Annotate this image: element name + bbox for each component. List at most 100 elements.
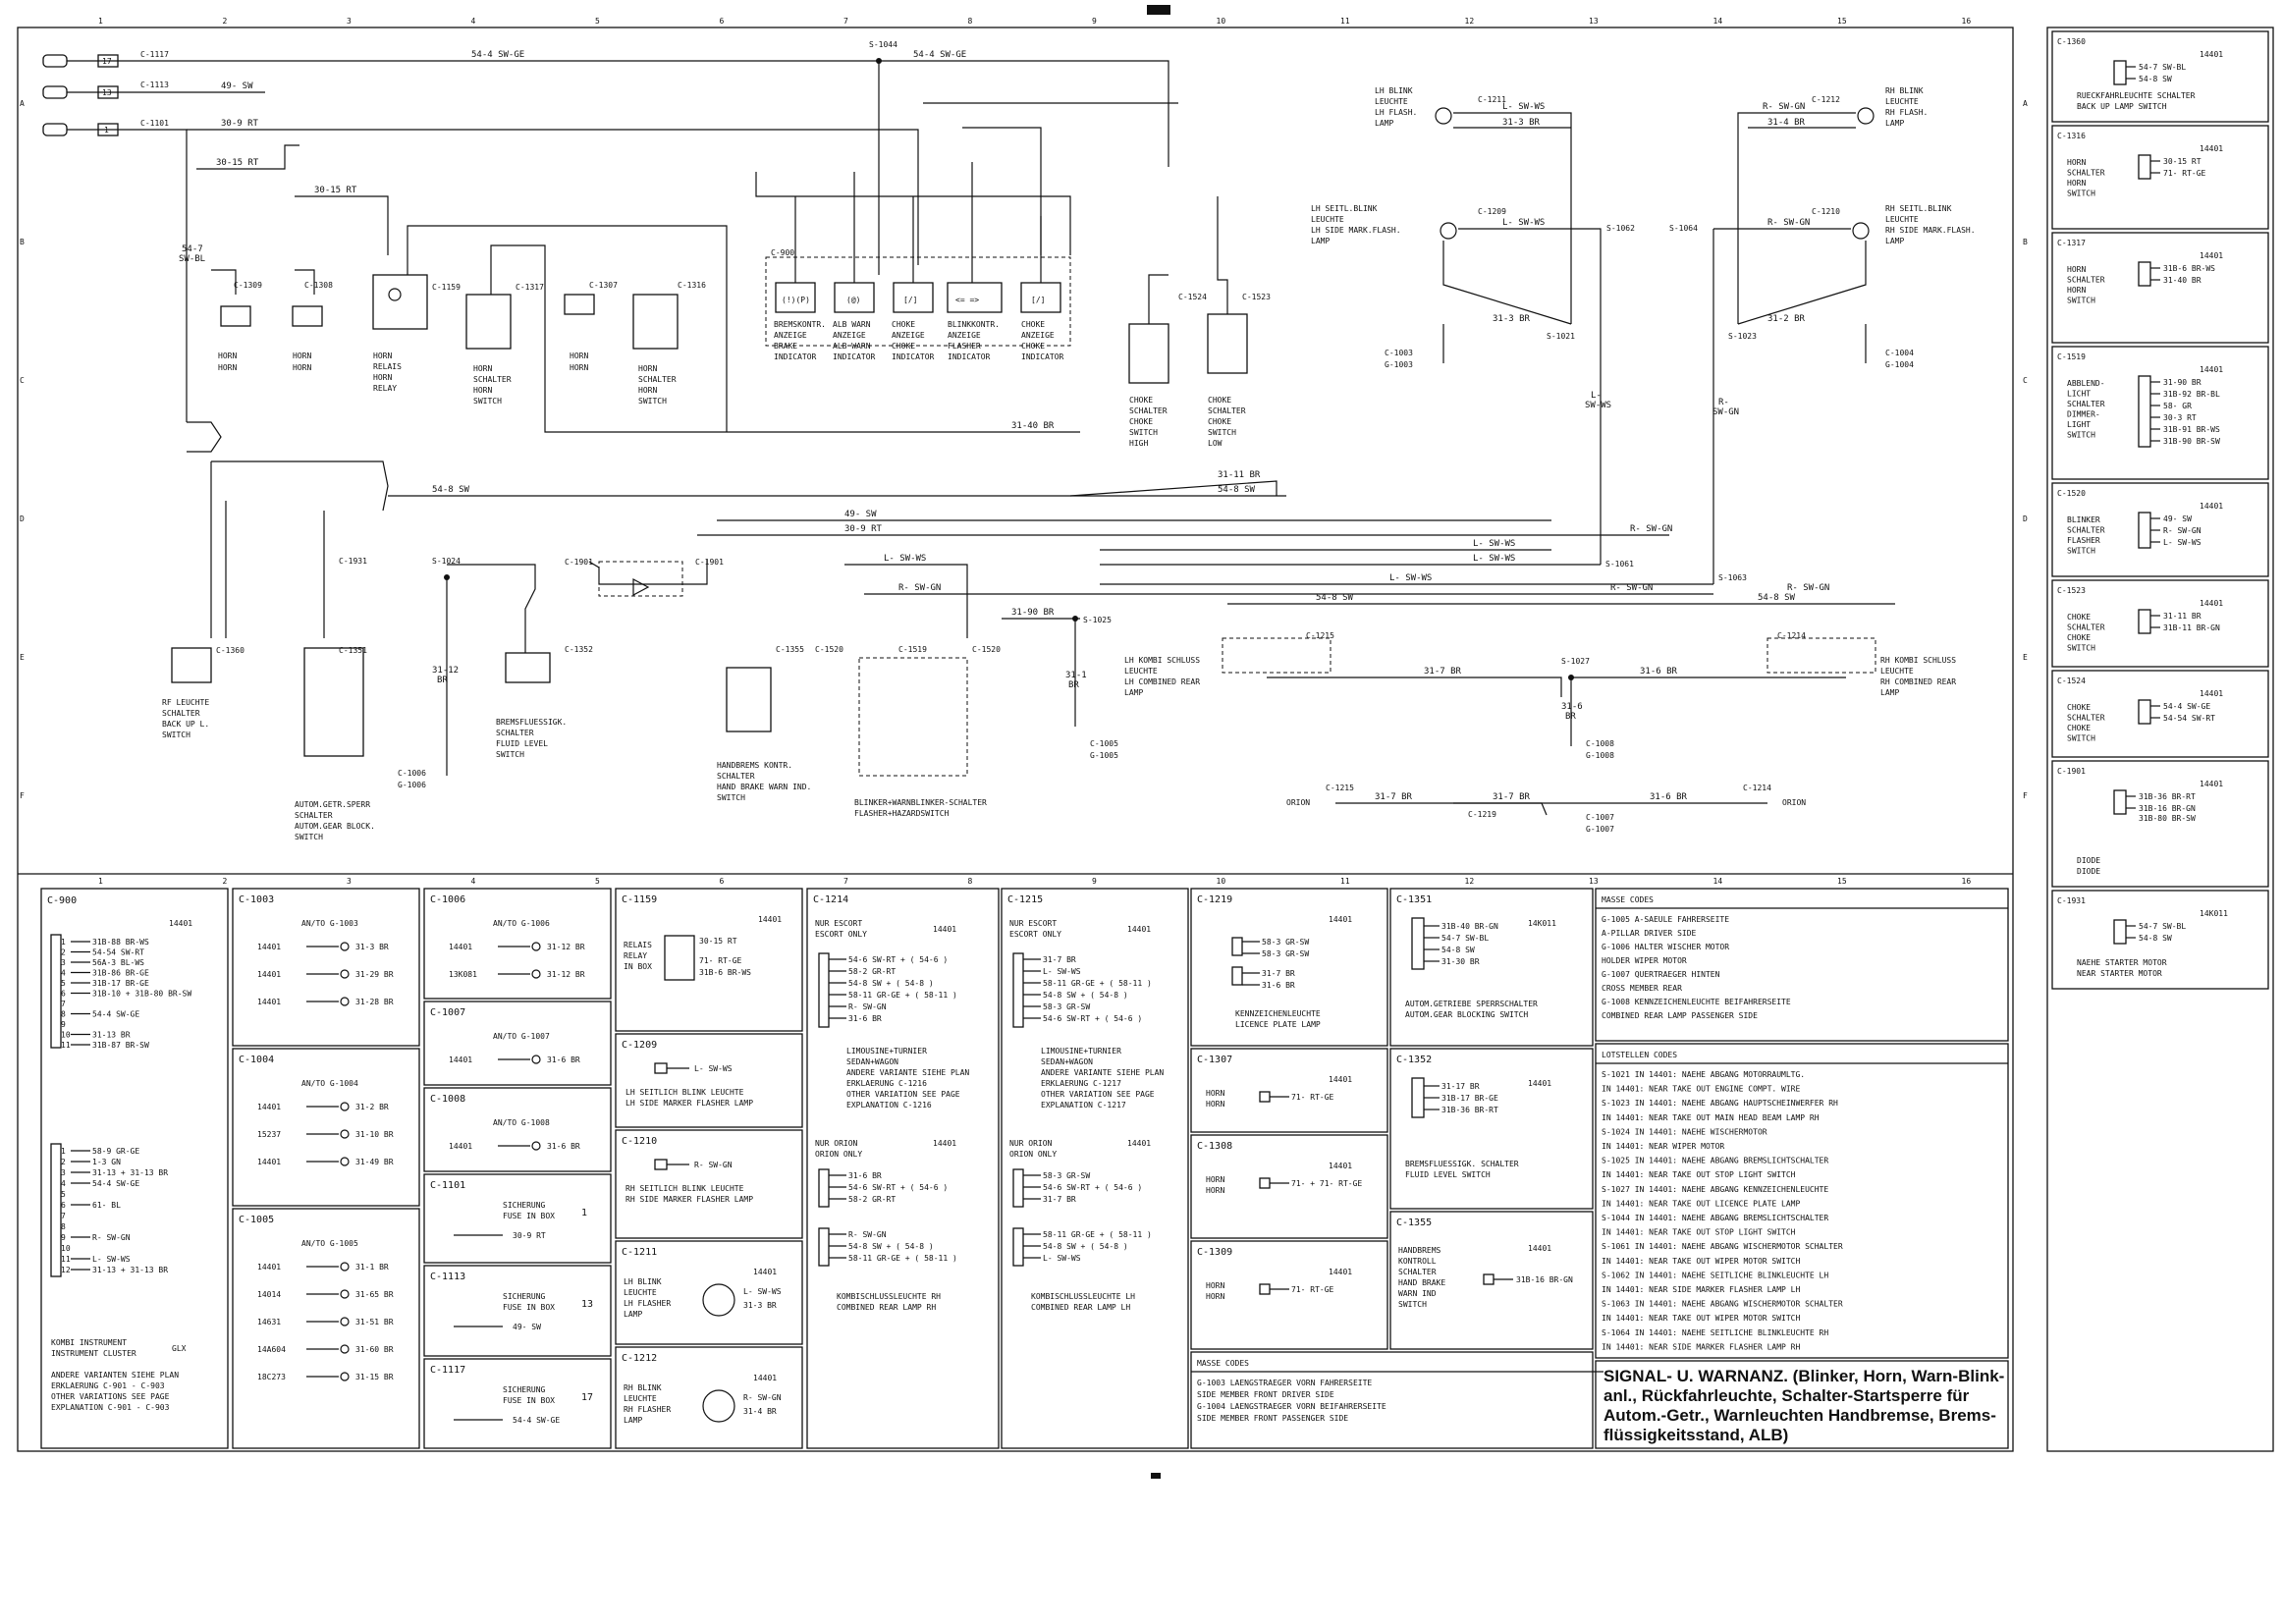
detail-caption: KENNZEICHENLEUCHTE bbox=[1235, 1009, 1321, 1018]
detail-caption: LH SIDE MARKER FLASHER LAMP bbox=[625, 1099, 753, 1108]
wire-label: R- SW-GN bbox=[1763, 102, 1805, 112]
detail-caption: SCHALTER bbox=[2067, 714, 2105, 723]
pin-wire: 31-12 BR bbox=[547, 943, 585, 951]
pin-wire: 54-8 SW bbox=[2139, 934, 2172, 943]
pin-wire: L- SW-WS bbox=[694, 1064, 733, 1073]
pin-wire: 1-3 GN bbox=[92, 1158, 121, 1166]
detail-caption: LEUCHTE bbox=[624, 1394, 657, 1403]
detail-part: 14401 bbox=[1127, 1139, 1151, 1148]
grid-col-label: 2 bbox=[223, 17, 228, 26]
grid-col-label: 12 bbox=[1465, 877, 1475, 886]
detail-header: C-1004 bbox=[239, 1055, 274, 1065]
rear-lamp-connector-icon bbox=[1012, 1168, 1024, 1208]
pin-wire: 31B-80 BR-SW bbox=[2139, 814, 2196, 823]
detail-c1209 bbox=[615, 1033, 803, 1128]
grid-col-label: 1 bbox=[98, 17, 103, 26]
terminal-icon bbox=[340, 942, 350, 951]
detail-caption: EXPLANATION C-901 - C-903 bbox=[51, 1403, 170, 1412]
pin-wire: 31-11 BR bbox=[2163, 612, 2201, 621]
terminal-icon bbox=[531, 969, 541, 979]
diode-outline bbox=[598, 561, 683, 597]
pin-wire: 54-7 SW-BL bbox=[2139, 922, 2186, 931]
terminal-icon bbox=[340, 1129, 350, 1139]
detail-part: 14401 bbox=[169, 919, 192, 928]
wire-label: 31-11 BR bbox=[1218, 470, 1261, 480]
wire-label: L- SW-WS bbox=[1473, 554, 1515, 564]
detail-caption: SWITCH bbox=[2067, 547, 2095, 556]
pin-wire: 31B-40 BR-GN bbox=[1441, 922, 1498, 931]
detail-sub: AN/TO G-1007 bbox=[493, 1032, 550, 1041]
part-number: 14401 bbox=[257, 1263, 281, 1272]
detail-header: C-1309 bbox=[1197, 1247, 1232, 1258]
detail-header: C-1113 bbox=[430, 1272, 465, 1282]
wire-label: 30-15 RT bbox=[216, 158, 259, 168]
pin-wire: 71- RT-GE bbox=[1291, 1093, 1334, 1102]
detail-caption: HORN bbox=[1206, 1186, 1224, 1195]
wire-label: 31-4 BR bbox=[1767, 118, 1806, 128]
detail-caption: KOMBI INSTRUMENT bbox=[51, 1338, 127, 1347]
grid-col-label: 14 bbox=[1713, 17, 1723, 26]
detail-caption: AUTOM.GETRIEBE SPERRSCHALTER bbox=[1405, 1000, 1538, 1008]
pin-wire: 30-3 RT bbox=[2163, 413, 2197, 422]
horn-relay-box bbox=[372, 274, 428, 330]
wire-label: R- SW-GN bbox=[1767, 218, 1810, 228]
grid-row-label: F bbox=[2023, 791, 2028, 800]
connector-icon bbox=[2138, 154, 2151, 180]
detail-header: C-1003 bbox=[239, 894, 274, 905]
side-detail-c-1931 bbox=[2051, 890, 2269, 990]
wire-label: 31-40 BR bbox=[1011, 421, 1055, 431]
component-label: LH FLASH. bbox=[1375, 108, 1417, 117]
wire-label: 31-6 BR bbox=[1640, 667, 1678, 677]
detail-part: 14401 bbox=[2200, 50, 2223, 59]
code-row: IN 14401: NEAR TAKE OUT WIPER MOTOR SWIT… bbox=[1602, 1314, 1800, 1323]
connector-icon bbox=[1483, 1273, 1495, 1285]
code-row: CROSS MEMBER REAR bbox=[1602, 984, 1682, 993]
part-number: 14401 bbox=[257, 1103, 281, 1111]
wire-label: R- SW-GN bbox=[1630, 524, 1672, 534]
pin-number: 1 bbox=[61, 1147, 66, 1156]
code-row: IN 14401: NEAR TAKE OUT STOP LIGHT SWITC… bbox=[1602, 1170, 1796, 1179]
detail-caption: LEUCHTE bbox=[624, 1288, 657, 1297]
pin-wire: 31B-17 BR-GE bbox=[1441, 1094, 1498, 1103]
pin-wire: L- SW-WS bbox=[1043, 1254, 1081, 1263]
indicator-label: INDICATOR bbox=[774, 352, 817, 361]
grid-row-label: E bbox=[2023, 653, 2028, 662]
component-id: C-1524 bbox=[1178, 293, 1207, 301]
detail-caption: ORION ONLY bbox=[1009, 1150, 1057, 1159]
detail-caption: WARN IND bbox=[1398, 1289, 1437, 1298]
component-label: AUTOM.GETR.SPERR bbox=[295, 800, 370, 809]
detail-part: 14401 bbox=[753, 1268, 777, 1276]
detail-caption: DIODE bbox=[2077, 856, 2100, 865]
code-row: G-1003 LAENGSTRAEGER VORN FAHRERSEITE bbox=[1197, 1379, 1372, 1387]
detail-caption: RH SEITLICH BLINK LEUCHTE bbox=[625, 1184, 744, 1193]
part-number: 15237 bbox=[257, 1130, 281, 1139]
connector-icon bbox=[1259, 1091, 1271, 1103]
component-label: HORN bbox=[570, 363, 588, 372]
pin-wire: L- SW-WS bbox=[2163, 538, 2201, 547]
detail-part: 14K011 bbox=[1528, 919, 1556, 928]
rear-lamp-connector-icon bbox=[818, 952, 830, 1028]
detail-part: 14401 bbox=[933, 925, 956, 934]
pin-number: 5 bbox=[61, 1190, 66, 1199]
registration-mark-bottom bbox=[1151, 1473, 1161, 1479]
component-label: HAND BRAKE WARN IND. bbox=[717, 783, 811, 791]
code-row: SIDE MEMBER FRONT PASSENGER SIDE bbox=[1197, 1414, 1348, 1423]
detail-header: C-1117 bbox=[430, 1365, 465, 1376]
component-label: RH COMBINED REAR bbox=[1880, 677, 1956, 686]
fuse-number: 1 bbox=[581, 1208, 587, 1218]
detail-header: C-1360 bbox=[2057, 37, 2086, 46]
detail-caption: SCHALTER bbox=[2067, 276, 2105, 285]
detail-c1211 bbox=[615, 1240, 803, 1345]
detail-caption: HORN bbox=[2067, 265, 2086, 274]
terminal-icon bbox=[340, 1262, 350, 1272]
